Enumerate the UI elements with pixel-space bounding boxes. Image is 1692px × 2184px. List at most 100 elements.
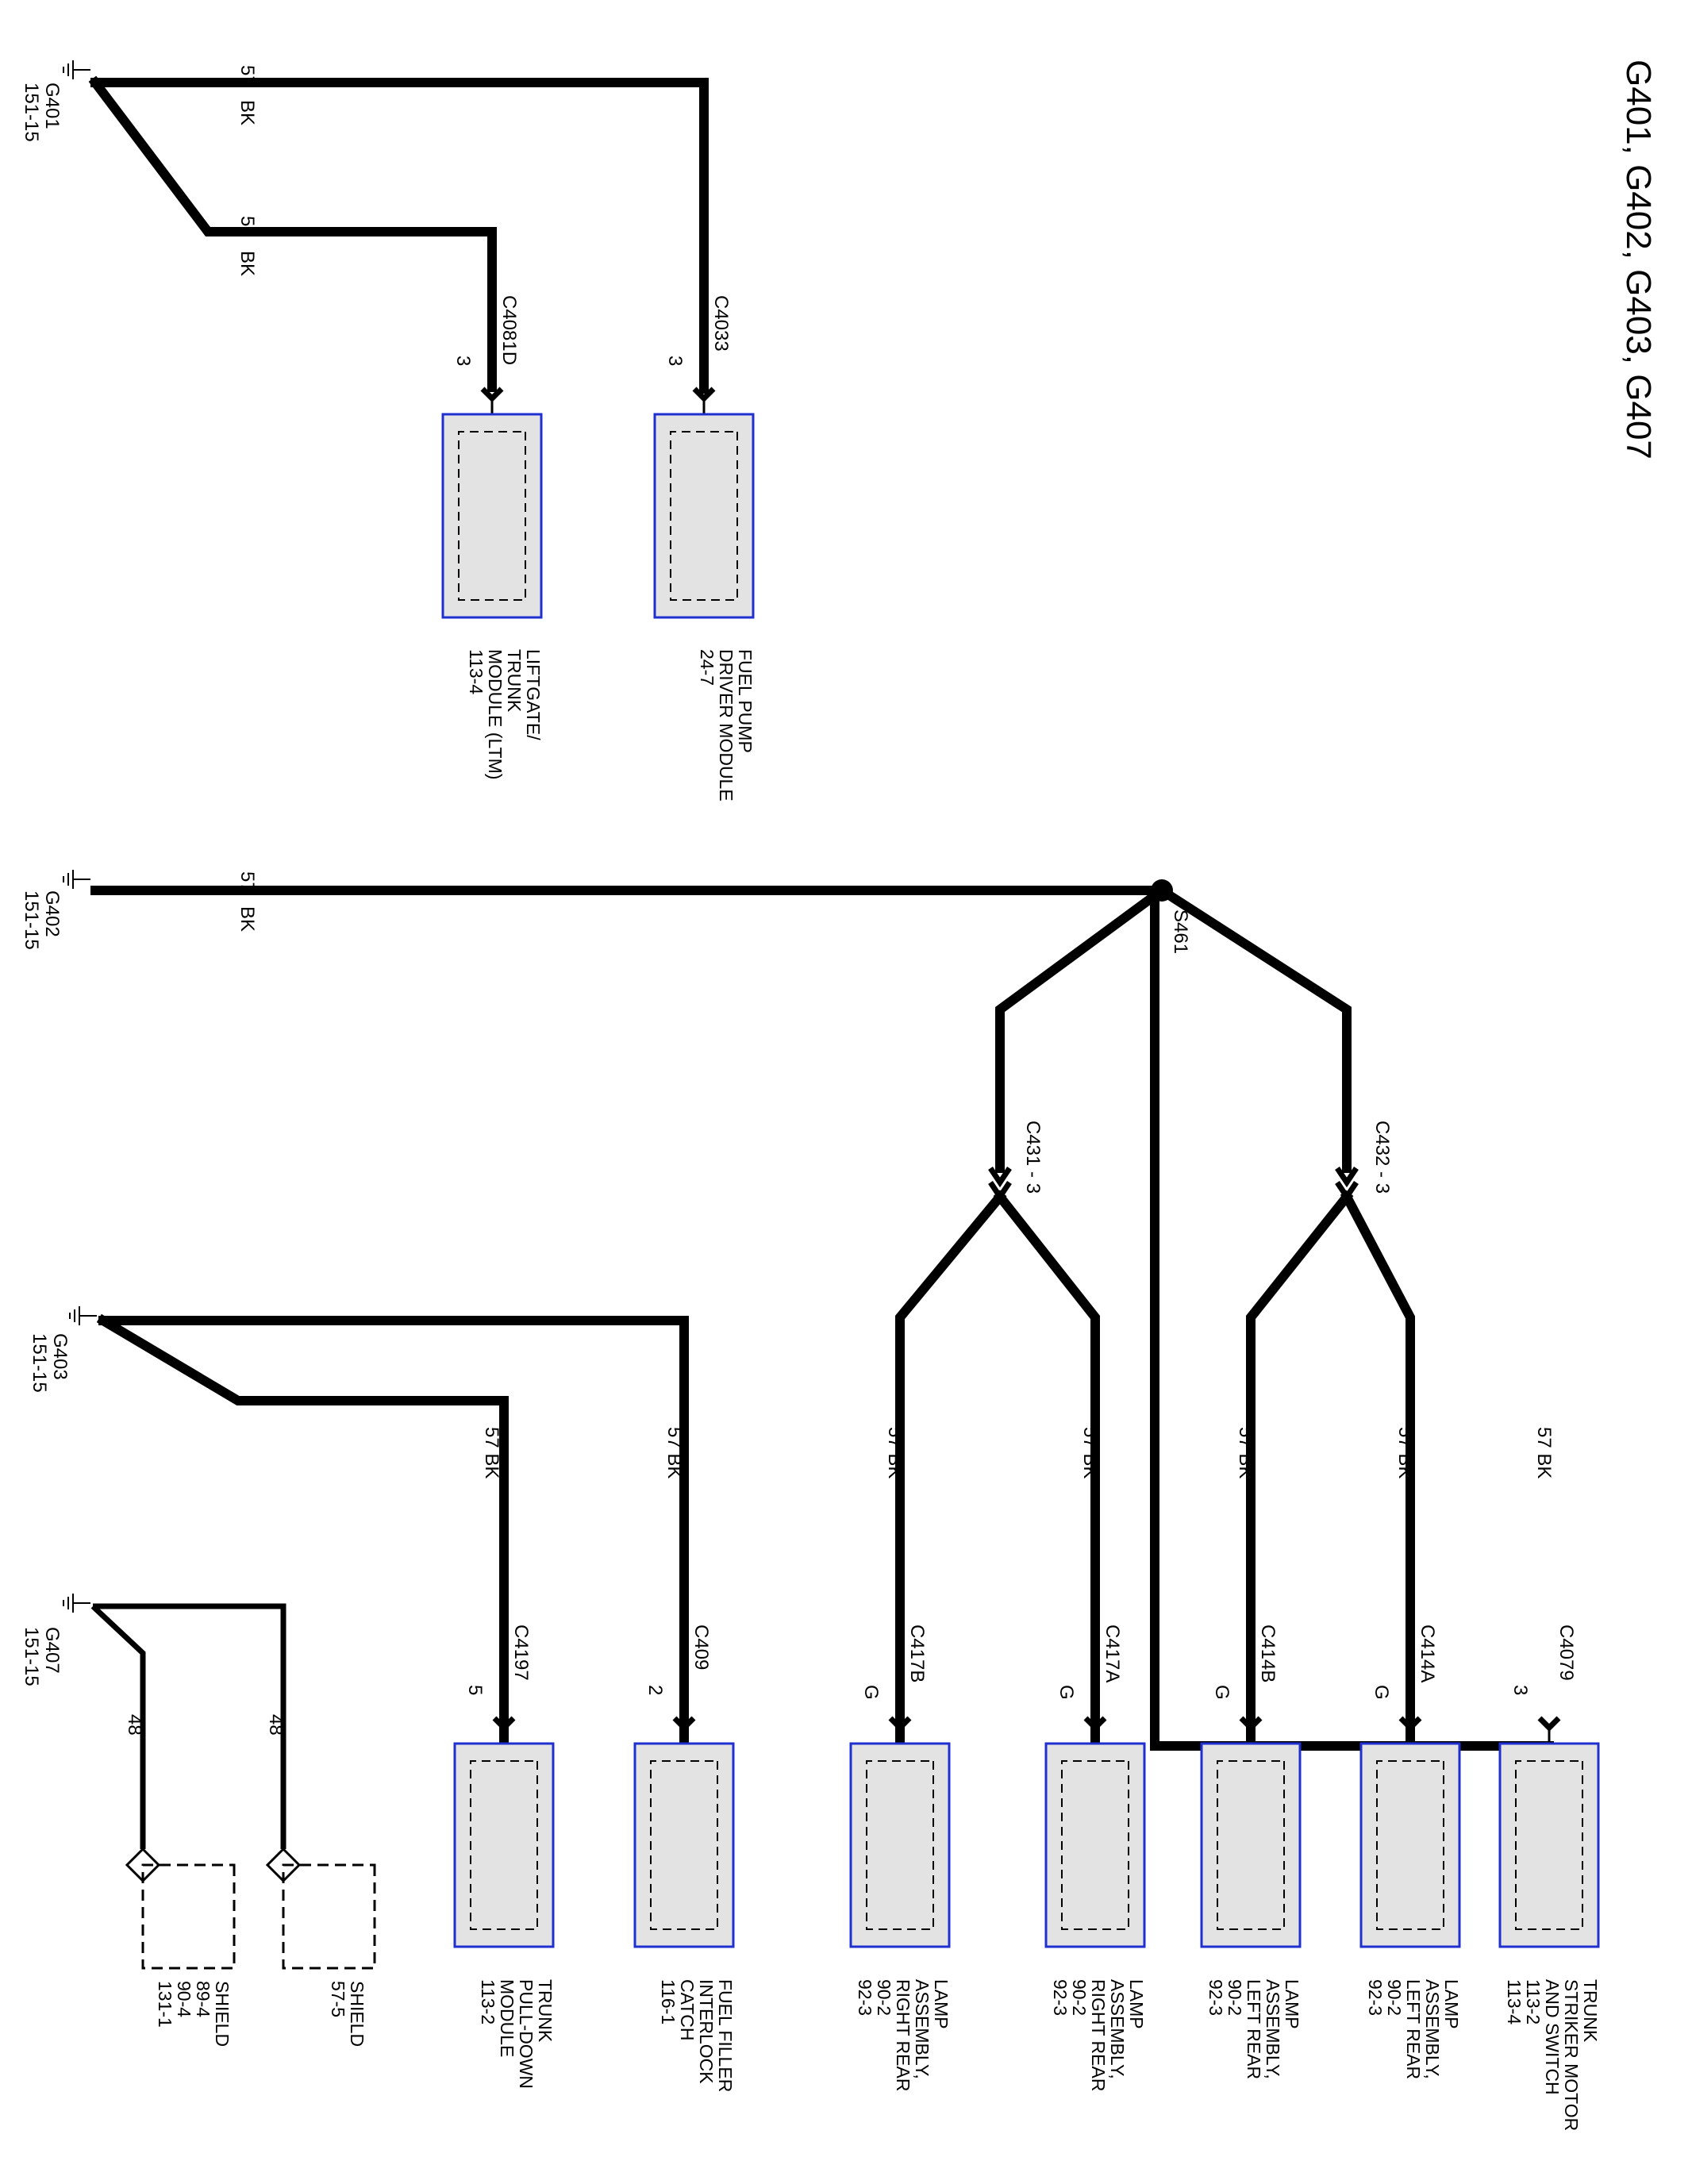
component-label-line: 92-3 — [1050, 1979, 1071, 2016]
pin-label: 3 — [452, 356, 474, 366]
component-label-line: LAMP — [1441, 1979, 1462, 2029]
component-label-line: 90-2 — [1225, 1979, 1245, 2016]
pin-label: 3 — [664, 356, 686, 366]
ground-g407: G407 151-15 — [21, 1594, 90, 1686]
component-label-line: 90-2 — [1069, 1979, 1090, 2016]
shield-label-a: SHIELD 89-4 90-4 131-1 — [155, 1981, 233, 2047]
component-label-line: 113-4 — [466, 649, 486, 694]
shield-label-b: SHIELD 57-5 — [328, 1981, 367, 2047]
shield-circuit-label: 48 — [124, 1714, 145, 1736]
wire-s461-c431 — [995, 883, 1169, 1173]
component-label-line: LEFT REAR — [1244, 1979, 1264, 2079]
component-box-inner — [1376, 1760, 1444, 1930]
component-box-inner — [1515, 1760, 1583, 1930]
component-label-line: STRIKER MOTOR — [1561, 1979, 1582, 2131]
component-label-line: 113-4 — [1504, 1979, 1525, 2024]
component-label-line: TRUNK — [1580, 1979, 1601, 2043]
component-label-line: 24-7 — [697, 649, 717, 686]
component-box-inner — [670, 431, 738, 601]
circuit-color-label: 57 BK — [663, 1427, 685, 1478]
shield-line: 131-1 — [155, 1981, 175, 2028]
ground-ref: 151-15 — [21, 83, 42, 142]
component-box — [453, 1742, 555, 1948]
component-label-line: TRUNK — [504, 649, 525, 713]
component-label-line: FUEL PUMP — [735, 649, 756, 753]
wire-48-shield-a — [90, 1604, 146, 1849]
splice-label: S461 — [1170, 909, 1191, 954]
component-label-line: MODULE — [497, 1979, 517, 2057]
ground-g402: G402 151-15 — [21, 870, 90, 950]
circuit-label: 57 — [236, 871, 258, 893]
ground-symbol — [69, 1306, 97, 1325]
circuit-color-label: 57 BK — [481, 1427, 502, 1478]
component-label-line: ASSEMBLY, — [1263, 1979, 1283, 2079]
connector-label: C4197 — [510, 1625, 532, 1681]
circuit-label: 57 — [236, 216, 258, 237]
diagram-title: G401, G402, G403, G407 — [1619, 60, 1658, 459]
component-label-line: 92-3 — [855, 1979, 875, 2016]
component-box-inner — [470, 1760, 538, 1930]
component-box — [1359, 1742, 1461, 1948]
component-label-line: 113-2 — [1523, 1979, 1544, 2024]
ground-g403: G403 151-15 — [29, 1306, 97, 1393]
component-label-line: 116-1 — [658, 1979, 679, 2024]
component-label-line: 90-2 — [1384, 1979, 1405, 2016]
component-box-inner — [1061, 1760, 1129, 1930]
shield-line: SHIELD — [212, 1981, 233, 2047]
wire-c431-c417b — [895, 1190, 1007, 1760]
wire-c431-c417a — [993, 1190, 1100, 1760]
shield-symbol-a — [125, 1847, 236, 1970]
wire-57-fpdm — [90, 78, 709, 394]
ground-symbol — [63, 1594, 90, 1613]
component-box — [633, 1742, 735, 1948]
component-label-line: ASSEMBLY, — [912, 1979, 933, 2079]
component-box-inner — [866, 1760, 934, 1930]
component-label-line: RIGHT REAR — [1088, 1979, 1109, 2091]
pin-label: G — [1371, 1685, 1392, 1700]
pin-label: G — [1056, 1685, 1077, 1700]
connector-label: C4079 — [1555, 1625, 1577, 1681]
component-label-line: LEFT REAR — [1403, 1979, 1424, 2079]
component-label-line: RIGHT REAR — [893, 1979, 913, 2091]
inline-connector-c432: C432 - 3 — [1335, 1121, 1393, 1202]
inline-connector-label: C431 - 3 — [1022, 1121, 1044, 1194]
component-label-line: ASSEMBLY, — [1107, 1979, 1128, 2079]
pin-label: 3 — [1509, 1685, 1531, 1695]
wire-c432-c414b — [1246, 1190, 1354, 1760]
shield-circuit-label: 48 — [265, 1714, 286, 1736]
component-label-line: ASSEMBLY, — [1422, 1979, 1443, 2079]
pin-label: 5 — [464, 1685, 486, 1695]
pin-label: G — [860, 1685, 882, 1700]
ground-ref: 151-15 — [21, 1627, 42, 1686]
component-box — [1498, 1742, 1600, 1948]
component-box — [441, 413, 543, 619]
component-label-line: LAMP — [1282, 1979, 1302, 2029]
ground-name: G407 — [41, 1627, 63, 1674]
ground-ref: 151-15 — [29, 1333, 50, 1393]
connector-label: C4033 — [710, 295, 732, 352]
component-label-line: DRIVER MODULE — [716, 649, 736, 802]
component-label-line: FUEL FILLER — [715, 1979, 736, 2092]
connector-label: C414A — [1417, 1625, 1438, 1682]
component-label-line: CATCH — [677, 1979, 698, 2041]
ground-ref: 151-15 — [21, 890, 42, 950]
component-label-line: 92-3 — [1365, 1979, 1386, 2016]
ground-name: G402 — [41, 890, 63, 937]
component-label-line: AND SWITCH — [1542, 1979, 1563, 2095]
component-box — [1200, 1742, 1302, 1948]
wire-c432-c414a — [1340, 1190, 1415, 1760]
component-box-inner — [458, 431, 526, 601]
circuit-color-label: 57 BK — [1235, 1427, 1256, 1478]
connector-label: C417A — [1102, 1625, 1123, 1682]
connector-label: C417B — [906, 1625, 928, 1682]
connector-label: C4081D — [498, 295, 520, 365]
ground-g401: G401 151-15 — [21, 60, 90, 142]
connector-label: C409 — [690, 1625, 712, 1670]
